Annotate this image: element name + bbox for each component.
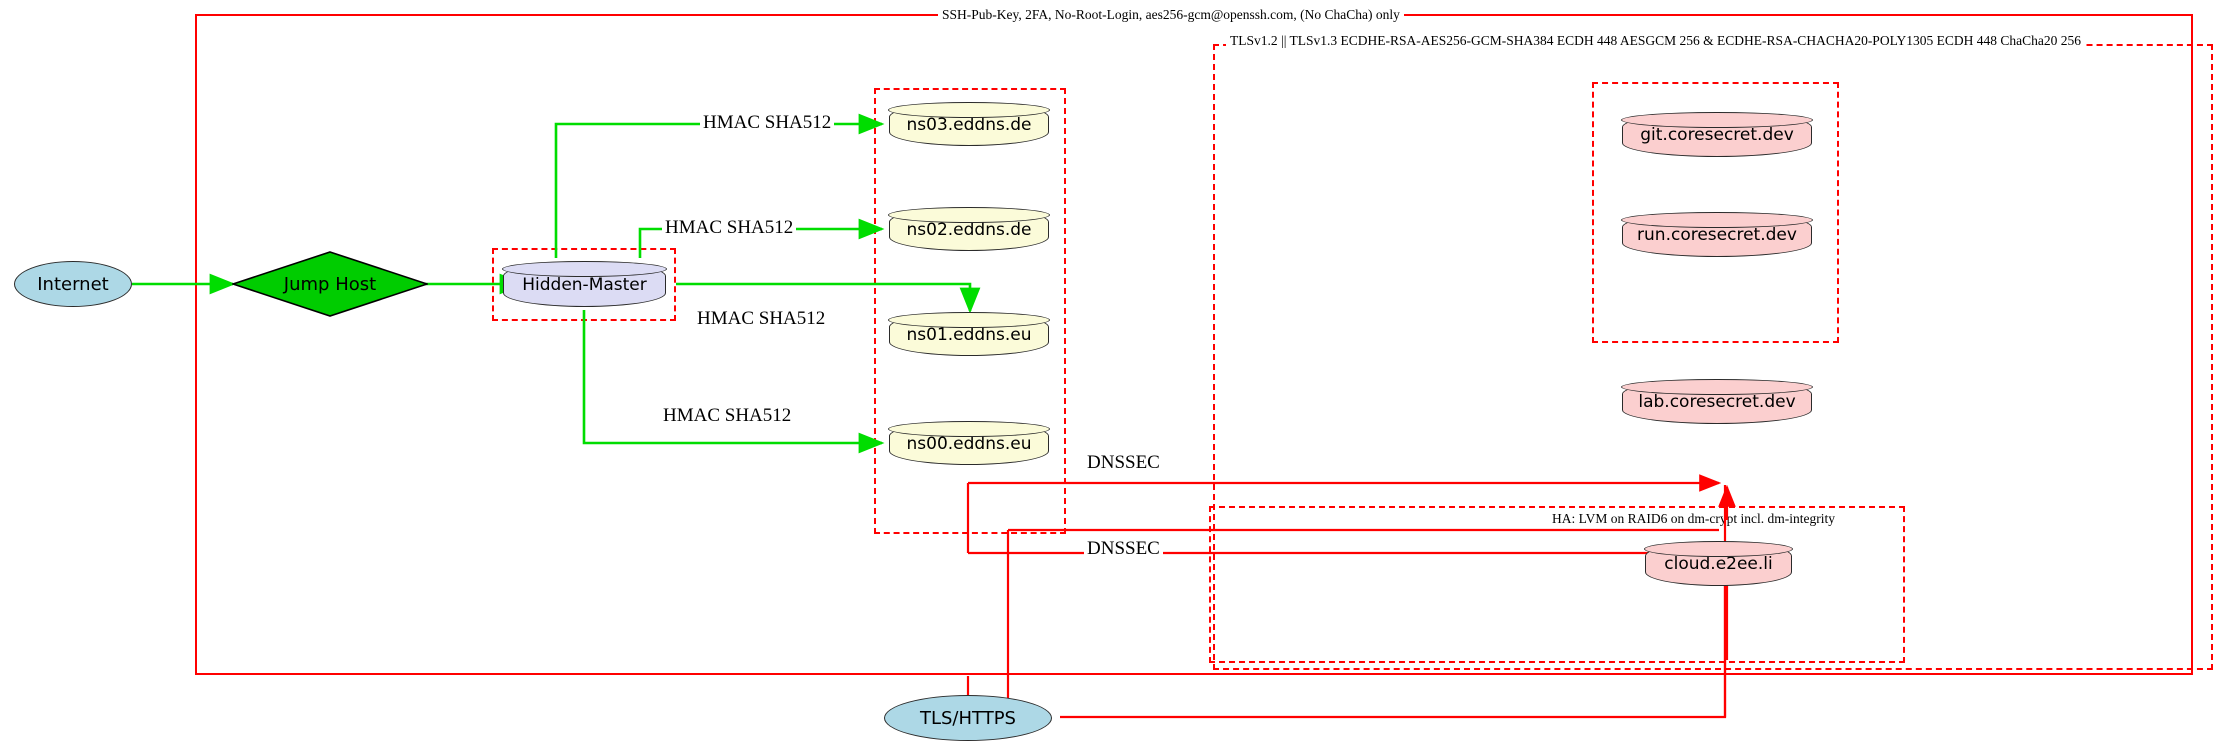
node-git-coresecret-label: git.coresecret.dev <box>1640 125 1794 145</box>
node-lab-coresecret[interactable]: lab.coresecret.dev <box>1621 379 1813 424</box>
edge-label-hmac-2: HMAC SHA512 <box>662 217 797 239</box>
node-internet[interactable]: Internet <box>14 261 132 307</box>
node-ns00-label: ns00.eddns.eu <box>906 433 1032 454</box>
node-cloud-e2ee-label: cloud.e2ee.li <box>1664 554 1773 574</box>
node-run-coresecret-label: run.coresecret.dev <box>1637 225 1797 245</box>
edge-label-hmac-4: HMAC SHA512 <box>660 405 795 427</box>
node-tls-https[interactable]: TLS/HTTPS <box>884 695 1052 741</box>
node-ns03[interactable]: ns03.eddns.de <box>888 102 1050 146</box>
dns-cluster <box>874 88 1066 534</box>
node-jump-host[interactable]: Jump Host <box>232 251 428 317</box>
node-hidden-master-label: Hidden-Master <box>522 274 647 295</box>
edge-label-dnssec-1: DNSSEC <box>1084 452 1163 474</box>
edge-label-hmac-1: HMAC SHA512 <box>700 112 835 134</box>
node-git-coresecret[interactable]: git.coresecret.dev <box>1621 112 1813 157</box>
edge-label-hmac-3: HMAC SHA512 <box>694 308 829 330</box>
node-tls-https-label: TLS/HTTPS <box>919 707 1016 729</box>
tls-cluster-label: TLSv1.2 || TLSv1.3 ECDHE-RSA-AES256-GCM-… <box>1226 33 2085 49</box>
node-lab-coresecret-label: lab.coresecret.dev <box>1638 392 1796 412</box>
node-ns01[interactable]: ns01.eddns.eu <box>888 312 1050 356</box>
edge-label-dnssec-2: DNSSEC <box>1084 538 1163 560</box>
ssh-perimeter-label: SSH-Pub-Key, 2FA, No-Root-Login, aes256-… <box>938 7 1404 23</box>
ha-cluster <box>1209 506 1905 663</box>
ha-cluster-label: HA: LVM on RAID6 on dm-crypt incl. dm-in… <box>1548 511 1839 527</box>
node-hidden-master[interactable]: Hidden-Master <box>502 261 667 307</box>
node-ns01-label: ns01.eddns.eu <box>906 324 1032 345</box>
node-ns02[interactable]: ns02.eddns.de <box>888 207 1050 251</box>
node-ns03-label: ns03.eddns.de <box>906 114 1032 135</box>
node-ns00[interactable]: ns00.eddns.eu <box>888 421 1050 465</box>
node-cloud-e2ee[interactable]: cloud.e2ee.li <box>1644 541 1793 586</box>
node-ns02-label: ns02.eddns.de <box>906 219 1032 240</box>
coresecret-cluster <box>1592 82 1839 343</box>
node-internet-label: Internet <box>37 273 109 295</box>
node-run-coresecret[interactable]: run.coresecret.dev <box>1621 212 1813 257</box>
